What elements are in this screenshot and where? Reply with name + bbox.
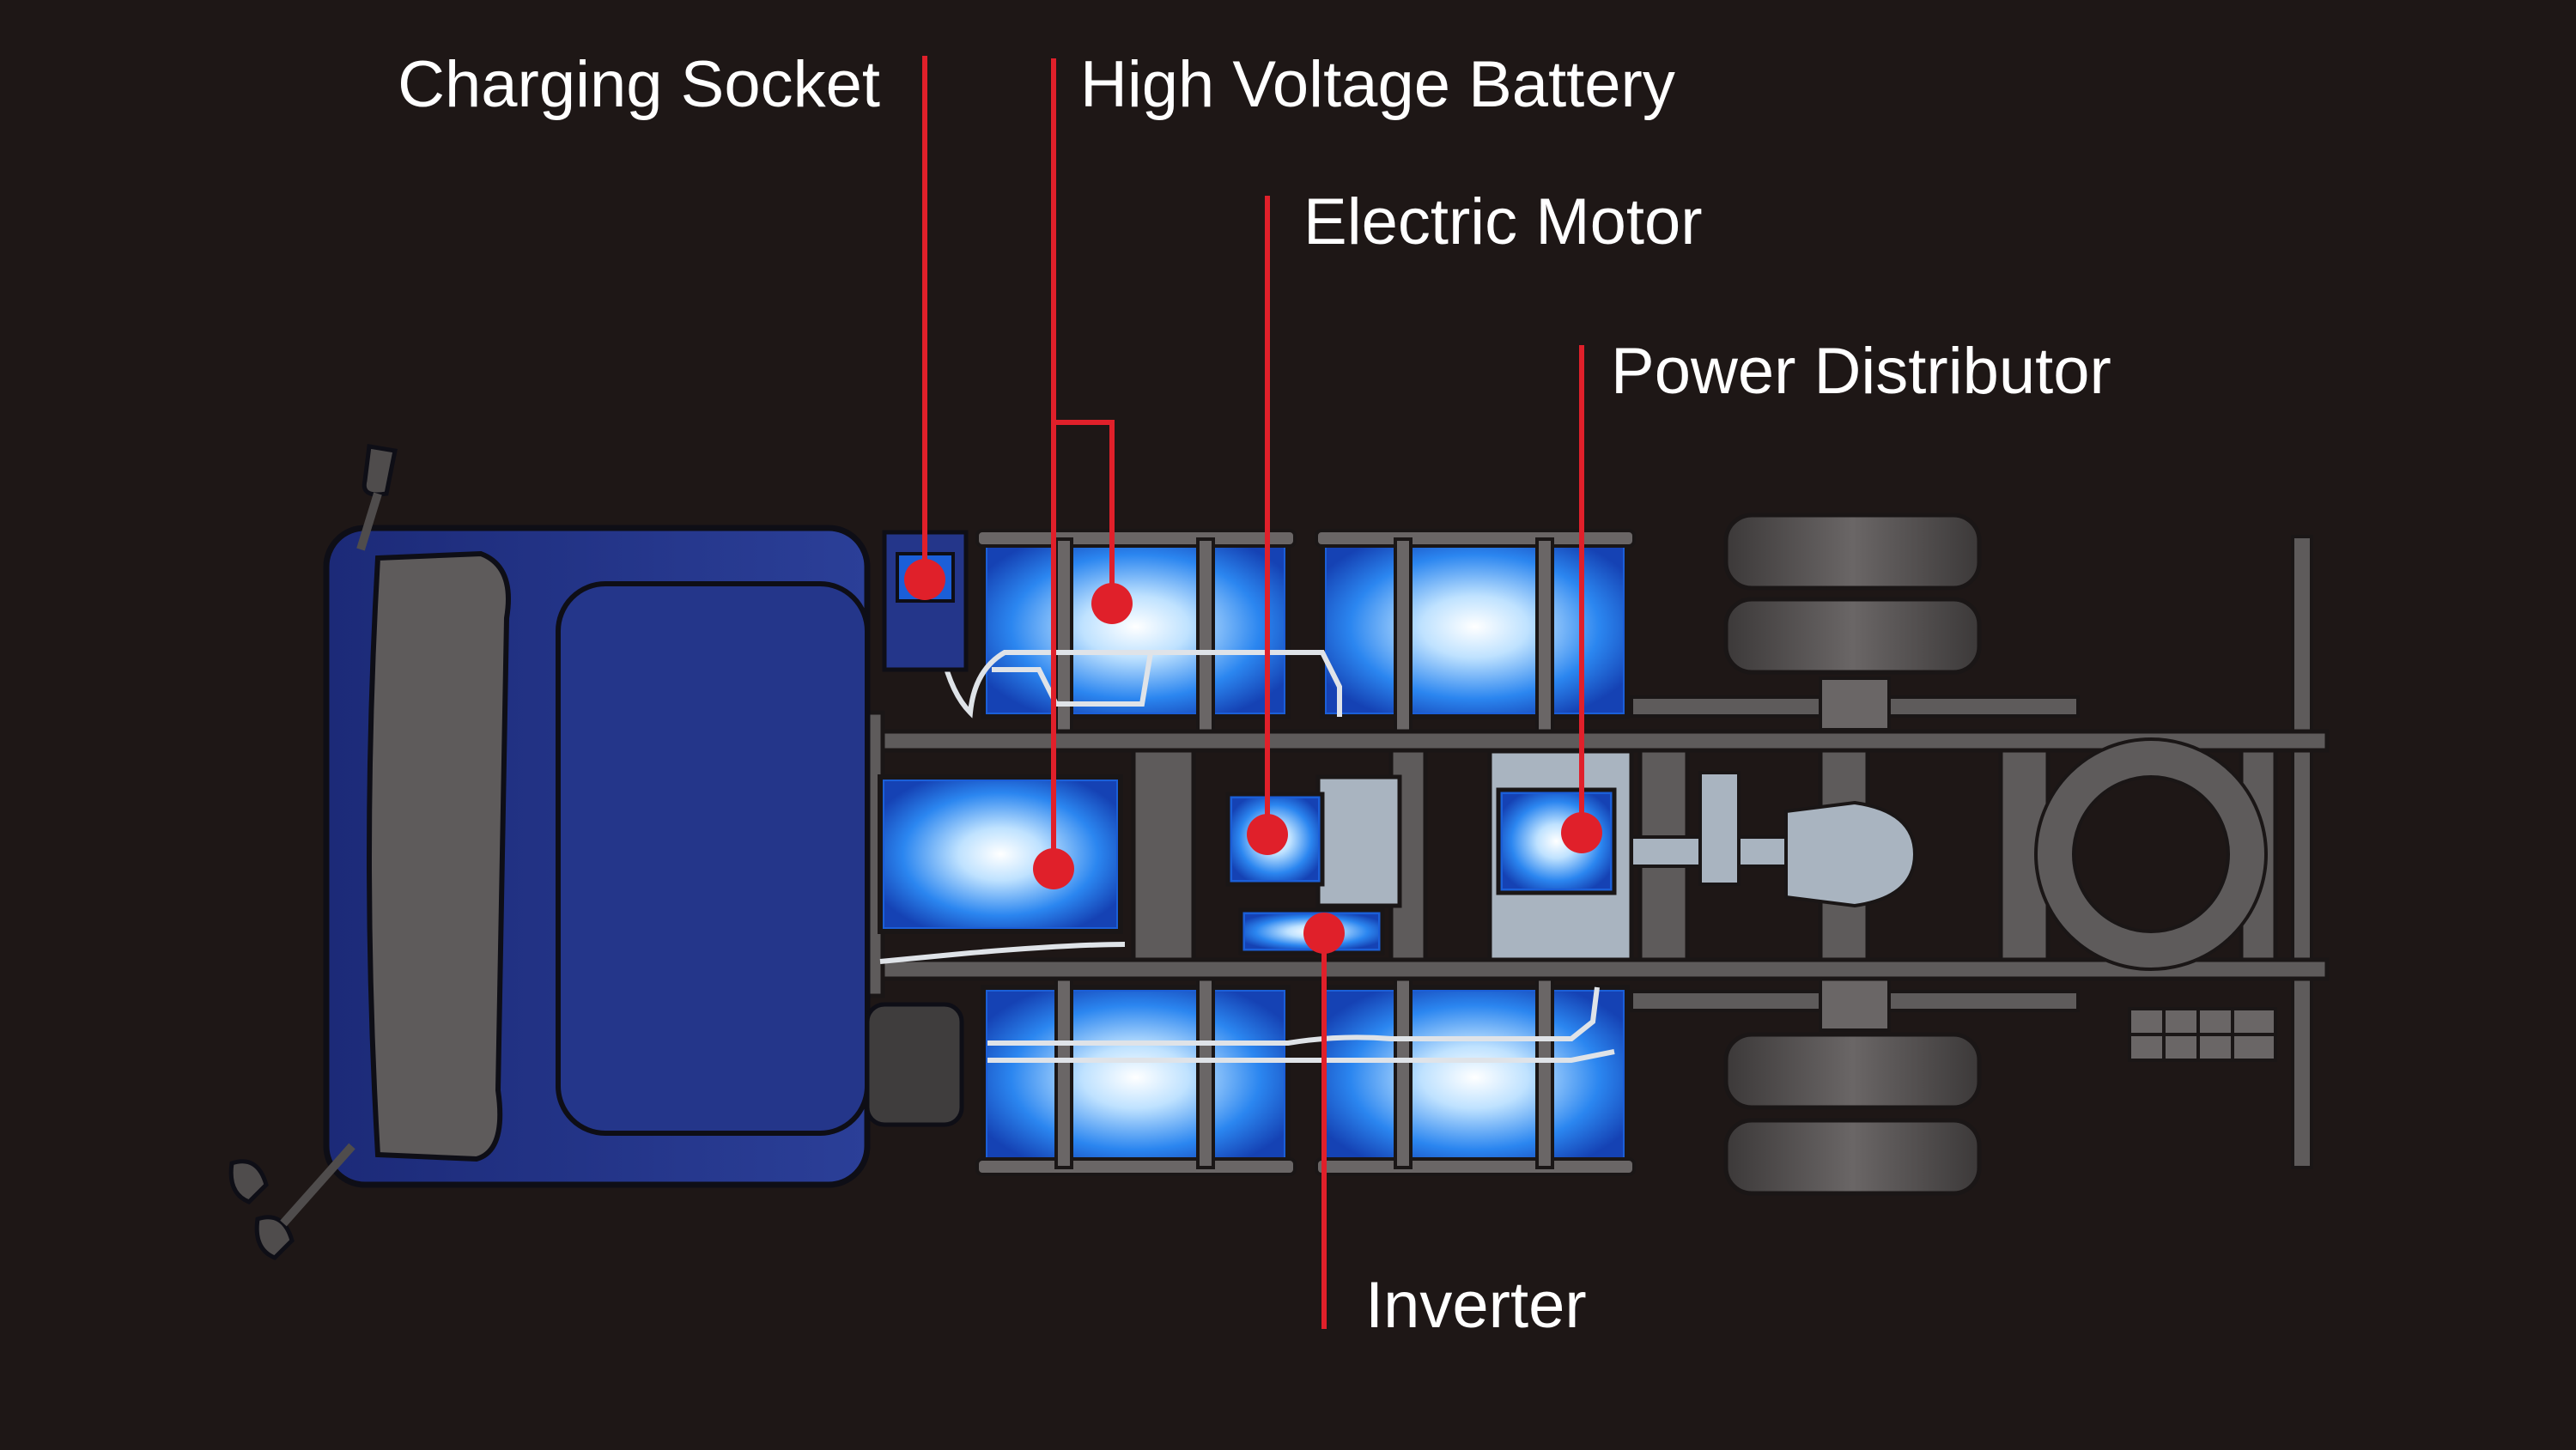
battery-marker-center bbox=[1033, 848, 1074, 889]
charging-socket-marker bbox=[904, 559, 945, 600]
label-charging-socket: Charging Socket bbox=[398, 48, 880, 121]
spare-wheel bbox=[2034, 737, 2268, 971]
cross-member bbox=[2239, 748, 2278, 962]
label-electric-motor: Electric Motor bbox=[1303, 185, 1703, 258]
rear-differential bbox=[1698, 771, 1741, 886]
tire bbox=[1723, 1118, 1982, 1196]
mirror-top bbox=[361, 444, 398, 497]
tire bbox=[1723, 597, 1982, 675]
battery-packs bbox=[975, 529, 1636, 1176]
rear-wheels bbox=[1630, 513, 2313, 1196]
tire bbox=[1723, 1032, 1982, 1110]
callout-markers bbox=[904, 559, 1602, 954]
differential-housing bbox=[1784, 800, 1917, 908]
inverter-marker bbox=[1303, 913, 1345, 954]
drivetrain bbox=[878, 617, 1917, 1063]
cab-side-step bbox=[865, 1002, 964, 1127]
battery-cell-glow bbox=[987, 992, 1284, 1163]
label-inverter: Inverter bbox=[1365, 1269, 1587, 1342]
windshield bbox=[367, 550, 511, 1162]
label-power-distributor: Power Distributor bbox=[1611, 335, 2111, 408]
cross-member bbox=[1131, 748, 1196, 962]
motor-housing bbox=[1315, 774, 1402, 908]
battery-cell-glow bbox=[884, 781, 1116, 927]
callout-line-battery-branch bbox=[1054, 420, 1115, 601]
cab-roof-panel bbox=[556, 581, 870, 1136]
power-distributor-marker bbox=[1561, 812, 1602, 853]
rear-bumper-bar bbox=[2291, 535, 2313, 1169]
axle-hub bbox=[1819, 977, 1891, 1032]
label-high-voltage-battery: High Voltage Battery bbox=[1080, 48, 1675, 121]
battery-marker-top bbox=[1091, 583, 1133, 624]
mirror-bottom-head bbox=[254, 1215, 295, 1260]
axle-hub bbox=[1819, 676, 1891, 731]
hv-cable bbox=[987, 986, 1600, 1046]
mirror-bottom bbox=[228, 1159, 269, 1204]
battery-cell-glow bbox=[987, 541, 1284, 713]
battery-cell-glow bbox=[1327, 992, 1623, 1163]
hv-cable bbox=[879, 942, 1126, 964]
rear-lamp-block bbox=[2128, 1007, 2277, 1062]
battery-cell-glow bbox=[1327, 541, 1623, 713]
callouts bbox=[922, 56, 1584, 1329]
truck-cab bbox=[228, 444, 969, 1260]
hv-cable bbox=[987, 1049, 1615, 1063]
electric-motor-marker bbox=[1247, 814, 1288, 855]
tire bbox=[1723, 513, 1982, 591]
